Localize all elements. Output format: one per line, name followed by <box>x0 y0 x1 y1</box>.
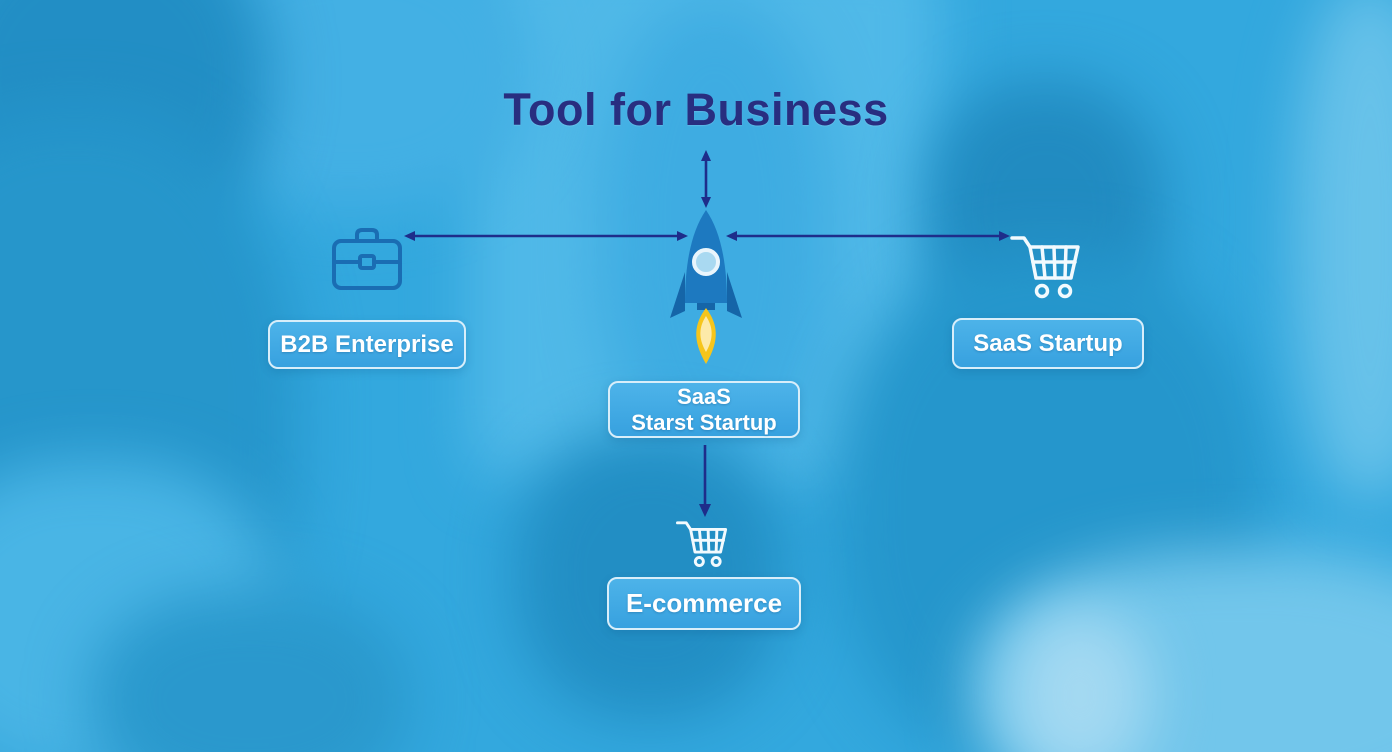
node-label: E-commerce <box>625 588 783 618</box>
bg-shape <box>1295 0 1392 500</box>
arrow-rocket-to-b2b <box>404 231 688 241</box>
node-label-line1: SaaS <box>677 383 731 409</box>
node-ecommerce: E-commerce <box>607 577 801 630</box>
bg-shape <box>515 430 785 720</box>
node-saas-starst-startup: SaaS Starst Startup <box>608 381 800 438</box>
bg-shape <box>90 590 410 752</box>
node-label: B2B Enterprise <box>280 330 454 358</box>
arrow-rocket-to-saas <box>726 231 1010 241</box>
diagram-title: Tool for Business <box>503 84 889 135</box>
shopping-cart-icon-small <box>676 517 730 576</box>
rocket-icon <box>667 206 745 373</box>
arrow-title-to-rocket <box>701 150 711 208</box>
bg-shape <box>1010 610 1150 752</box>
node-b2b-enterprise: B2B Enterprise <box>268 320 466 369</box>
shopping-cart-icon <box>1010 230 1084 309</box>
arrow-center-to-ecommerce <box>699 445 711 517</box>
node-saas-startup: SaaS Startup <box>952 318 1144 369</box>
node-label-line2: Starst Startup <box>631 409 777 435</box>
briefcase-icon <box>330 226 404 299</box>
node-label: SaaS Startup <box>973 329 1123 357</box>
